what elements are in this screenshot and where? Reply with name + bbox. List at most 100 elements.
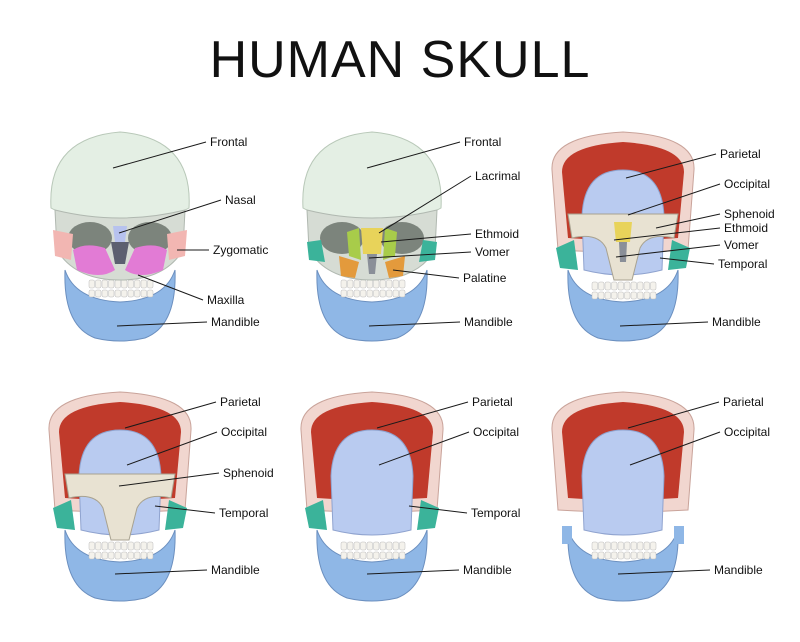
tooth bbox=[141, 542, 147, 550]
tooth bbox=[631, 552, 637, 559]
tooth bbox=[644, 552, 650, 559]
teeth bbox=[89, 280, 153, 297]
tooth bbox=[348, 552, 354, 559]
label-parietal: Parietal bbox=[472, 395, 513, 409]
mandible-shape bbox=[568, 270, 678, 341]
tooth bbox=[141, 280, 147, 288]
label-mandible: Mandible bbox=[714, 563, 763, 577]
lacrimal-right bbox=[383, 228, 397, 260]
tooth bbox=[644, 292, 650, 299]
tooth bbox=[631, 542, 637, 550]
teeth bbox=[341, 542, 405, 559]
tooth bbox=[605, 292, 611, 299]
tooth bbox=[122, 290, 128, 297]
tooth bbox=[380, 290, 386, 297]
tooth bbox=[374, 542, 380, 550]
label-palatine: Palatine bbox=[463, 271, 507, 285]
tooth bbox=[380, 280, 386, 288]
tooth bbox=[612, 282, 618, 290]
tooth bbox=[348, 290, 354, 297]
tooth bbox=[348, 542, 354, 550]
tooth bbox=[341, 280, 347, 288]
tooth bbox=[102, 552, 108, 559]
tooth bbox=[605, 542, 611, 550]
tooth bbox=[374, 290, 380, 297]
tooth bbox=[367, 552, 373, 559]
label-frontal: Frontal bbox=[464, 135, 501, 149]
label-mandible: Mandible bbox=[463, 563, 512, 577]
tooth bbox=[618, 292, 624, 299]
label-parietal: Parietal bbox=[220, 395, 261, 409]
skull-panel-p4: ParietalOccipitalSphenoidTemporalMandibl… bbox=[49, 392, 274, 601]
skull-panel-p2: FrontalLacrimalEthmoidVomerPalatineMandi… bbox=[303, 132, 521, 341]
tooth bbox=[341, 552, 347, 559]
label-mandible: Mandible bbox=[211, 315, 260, 329]
tooth bbox=[605, 552, 611, 559]
tooth bbox=[625, 542, 631, 550]
tooth bbox=[115, 552, 121, 559]
tooth bbox=[638, 292, 644, 299]
tooth bbox=[599, 292, 605, 299]
tooth bbox=[361, 542, 367, 550]
tooth bbox=[354, 280, 360, 288]
tooth bbox=[361, 552, 367, 559]
tooth bbox=[109, 542, 115, 550]
label-occipital: Occipital bbox=[473, 425, 519, 439]
frontal-bone-shape bbox=[303, 132, 441, 222]
tooth bbox=[102, 290, 108, 297]
tooth bbox=[393, 280, 399, 288]
tooth bbox=[631, 292, 637, 299]
tooth bbox=[612, 552, 618, 559]
label-occipital: Occipital bbox=[724, 425, 770, 439]
label-parietal: Parietal bbox=[720, 147, 761, 161]
label-temporal: Temporal bbox=[219, 506, 268, 520]
label-ethmoid: Ethmoid bbox=[475, 227, 519, 241]
tooth bbox=[592, 542, 598, 550]
tooth bbox=[393, 542, 399, 550]
frontal-bone-shape bbox=[51, 132, 189, 222]
tooth bbox=[625, 552, 631, 559]
tooth bbox=[148, 290, 154, 297]
tooth bbox=[102, 542, 108, 550]
tooth bbox=[135, 290, 141, 297]
teeth bbox=[89, 542, 153, 559]
teeth bbox=[592, 542, 656, 559]
tooth bbox=[644, 542, 650, 550]
label-mandible: Mandible bbox=[464, 315, 513, 329]
tooth bbox=[625, 282, 631, 290]
teeth bbox=[341, 280, 405, 297]
tooth bbox=[96, 542, 102, 550]
tooth bbox=[135, 552, 141, 559]
tooth bbox=[148, 552, 154, 559]
tooth bbox=[141, 290, 147, 297]
zygomatic-left bbox=[53, 230, 73, 260]
tooth bbox=[605, 282, 611, 290]
tooth bbox=[122, 552, 128, 559]
tooth bbox=[128, 542, 134, 550]
mandible-shape bbox=[568, 530, 678, 601]
tooth bbox=[651, 292, 657, 299]
tooth bbox=[599, 542, 605, 550]
tooth bbox=[354, 542, 360, 550]
tooth bbox=[361, 290, 367, 297]
tooth bbox=[348, 280, 354, 288]
tooth bbox=[599, 552, 605, 559]
tooth bbox=[592, 552, 598, 559]
label-nasal: Nasal bbox=[225, 193, 256, 207]
tooth bbox=[148, 542, 154, 550]
tooth bbox=[638, 542, 644, 550]
tooth bbox=[141, 552, 147, 559]
mandible-shape bbox=[65, 530, 175, 601]
label-vomer: Vomer bbox=[724, 238, 759, 252]
tooth bbox=[96, 290, 102, 297]
tooth bbox=[387, 280, 393, 288]
label-occipital: Occipital bbox=[724, 177, 770, 191]
label-temporal: Temporal bbox=[718, 257, 767, 271]
tooth bbox=[367, 290, 373, 297]
vomer bbox=[619, 242, 627, 262]
skull-panel-p5: ParietalOccipitalTemporalMandible bbox=[301, 392, 520, 601]
tooth bbox=[115, 280, 121, 288]
tooth bbox=[380, 552, 386, 559]
